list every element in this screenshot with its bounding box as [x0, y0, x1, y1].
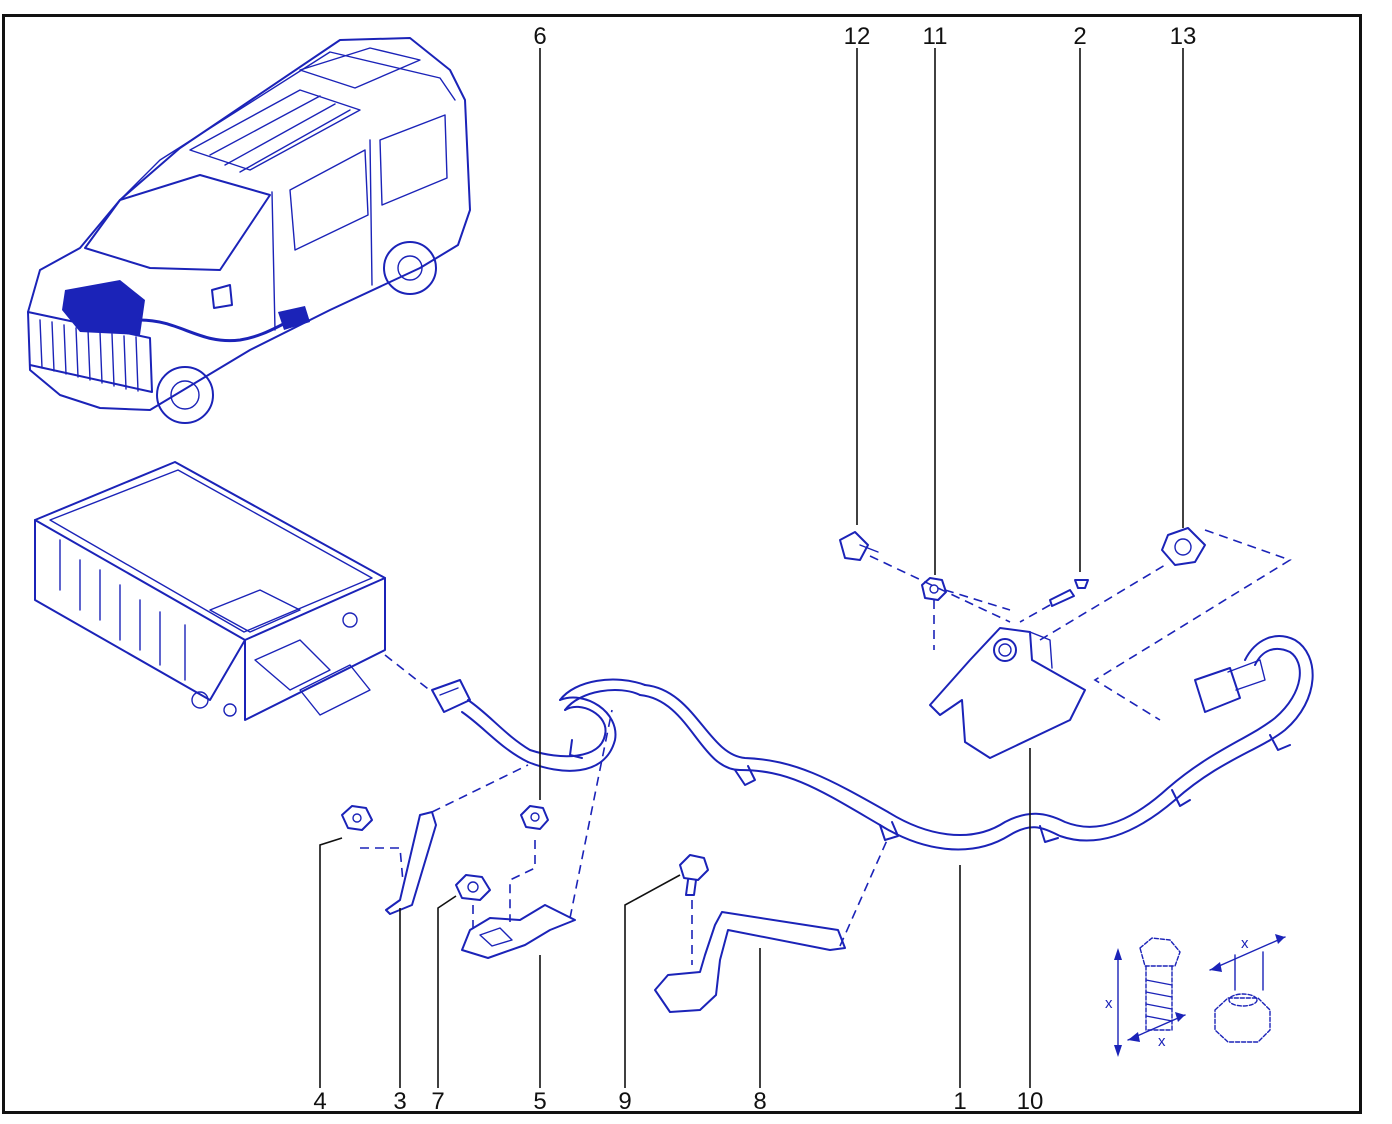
callout-13: 13: [1169, 23, 1197, 50]
assembly-line: [869, 555, 1011, 623]
callout-1: 1: [953, 1088, 967, 1115]
diagram-frame: [2, 14, 1362, 1114]
assembly-line: [839, 837, 889, 947]
main-harness: [431, 635, 1314, 851]
nut-6: [520, 805, 549, 830]
assembly-line: [1093, 529, 1292, 721]
assembly-line: [384, 654, 433, 693]
callout-4: 4: [313, 1088, 327, 1115]
dim-label-x-vertical: x: [1105, 995, 1113, 1012]
callout-7: 7: [431, 1088, 445, 1115]
assembly-line: [1019, 604, 1051, 623]
callout-2: 2: [1073, 23, 1087, 50]
callout-3: 3: [393, 1088, 407, 1115]
assembly-line: [431, 764, 529, 813]
assembly-line: [509, 840, 536, 922]
inverter-unit: [34, 461, 386, 721]
nut-7: [455, 874, 491, 901]
bolt-dimension-symbol: x x: [1105, 937, 1186, 1057]
nut-11: [921, 577, 947, 601]
callout-8: 8: [753, 1088, 767, 1115]
bolt-9: [679, 854, 709, 896]
bracket-5: [461, 904, 576, 959]
callout-6: 6: [533, 23, 547, 50]
bracket-10: [929, 627, 1086, 759]
nut-dimension-symbol: x: [1209, 934, 1286, 1043]
callout-12: 12: [843, 23, 871, 50]
callout-5: 5: [533, 1088, 547, 1115]
callout-leaders: [319, 48, 1184, 1088]
van-illustration: [27, 37, 471, 424]
assembly-line: [944, 589, 1011, 611]
bracket-8: [654, 911, 846, 1013]
assembly-line: [569, 709, 613, 919]
assembly-line: [1039, 564, 1166, 641]
callout-10: 10: [1016, 1088, 1044, 1115]
nut-4: [341, 805, 373, 831]
clip-12: [839, 531, 879, 561]
assembly-line: [360, 847, 404, 883]
callout-11: 11: [922, 23, 948, 50]
bracket-3: [385, 811, 437, 915]
socket-13: [1161, 527, 1206, 566]
screw-2: [1049, 579, 1089, 607]
dim-label-x-bottom: x: [1158, 1033, 1166, 1050]
callout-9: 9: [618, 1088, 632, 1115]
dim-label-x-top: x: [1241, 935, 1249, 952]
